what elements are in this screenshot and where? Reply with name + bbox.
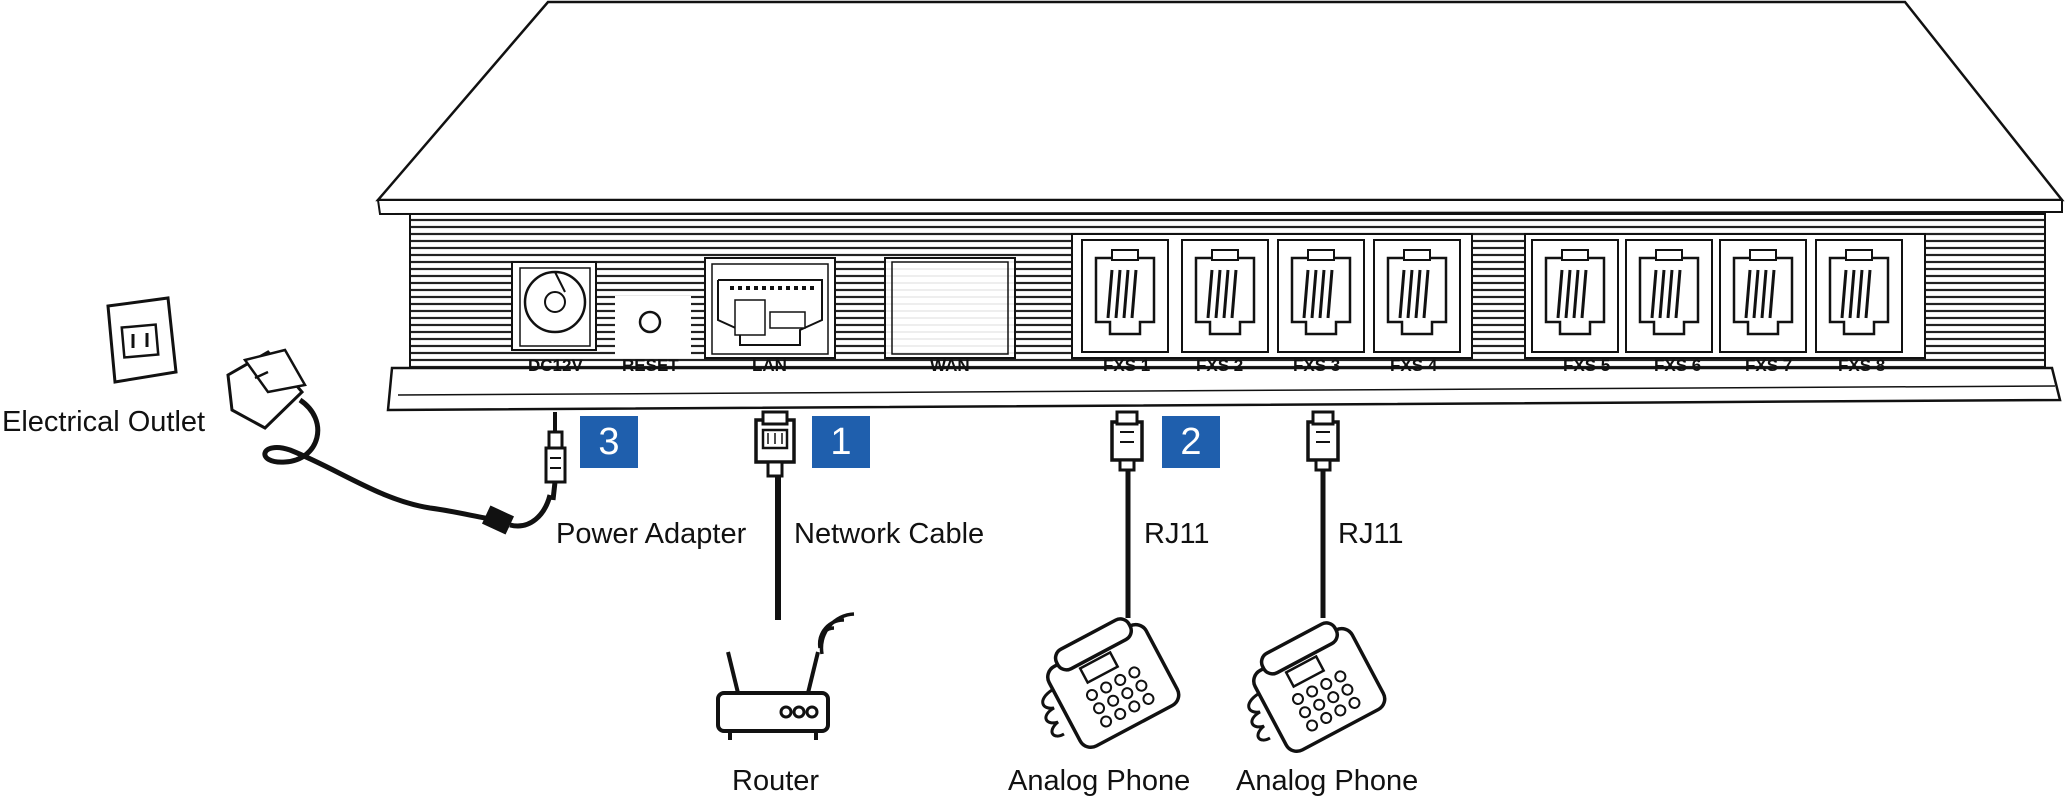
step-badge-2: 2	[1162, 416, 1220, 468]
port-label-dc12v: DC12V	[528, 356, 583, 375]
router-icon	[716, 612, 855, 740]
fxs-port-8	[1815, 239, 1903, 353]
port-label-fxs1: FXS 1	[1103, 356, 1150, 375]
label-power-adapter: Power Adapter	[556, 518, 747, 550]
port-label-fxs6: FXS 6	[1654, 356, 1701, 375]
label-analog-phone-b: Analog Phone	[1236, 765, 1419, 797]
label-router: Router	[732, 765, 820, 797]
fxs-port-5	[1531, 239, 1619, 353]
label-rj11-b: RJ11	[1338, 518, 1404, 550]
dc-plug-icon	[544, 412, 567, 501]
port-label-fxs7: FXS 7	[1745, 356, 1792, 375]
electrical-outlet-icon	[106, 296, 178, 384]
step-badge-3: 3	[580, 416, 638, 468]
fxs-ports	[1081, 239, 1903, 353]
port-label-wan: WAN	[930, 356, 970, 375]
analog-phone-icon-a	[1041, 617, 1181, 750]
device-top-lid	[375, 0, 2065, 216]
label-network-cable: Network Cable	[794, 518, 985, 550]
rj11-plug-icon-a	[1110, 410, 1144, 618]
fxs-port-7	[1719, 239, 1807, 353]
wan-port	[884, 257, 1016, 359]
step-badge-1: 1	[812, 416, 870, 468]
rj11-plug-icon-b	[1306, 410, 1340, 618]
lan-port	[704, 257, 836, 359]
port-label-fxs4: FXS 4	[1390, 356, 1438, 375]
port-label-fxs8: FXS 8	[1838, 356, 1885, 375]
fxs-port-1	[1081, 239, 1169, 353]
fxs-port-4	[1373, 239, 1461, 353]
port-label-reset: RESET	[622, 356, 679, 375]
port-label-lan: LAN	[752, 356, 787, 375]
fxs-port-3	[1277, 239, 1365, 353]
fxs-port-6	[1625, 239, 1713, 353]
port-labels: DC12V RESET LAN WAN FXS 1 FXS 2 FXS 3 FX…	[528, 356, 1885, 375]
rj45-plug-icon	[754, 410, 796, 620]
label-electrical-outlet: Electrical Outlet	[2, 406, 206, 438]
power-adapter-icon	[226, 348, 553, 535]
label-analog-phone-a: Analog Phone	[1008, 765, 1191, 797]
dc-jack	[511, 261, 597, 351]
port-label-fxs2: FXS 2	[1196, 356, 1243, 375]
fxs-port-2	[1181, 239, 1269, 353]
label-rj11-a: RJ11	[1144, 518, 1210, 550]
reset-button	[615, 296, 691, 358]
port-label-fxs3: FXS 3	[1293, 356, 1340, 375]
port-label-fxs5: FXS 5	[1563, 356, 1610, 375]
analog-phone-icon-b	[1247, 621, 1387, 754]
